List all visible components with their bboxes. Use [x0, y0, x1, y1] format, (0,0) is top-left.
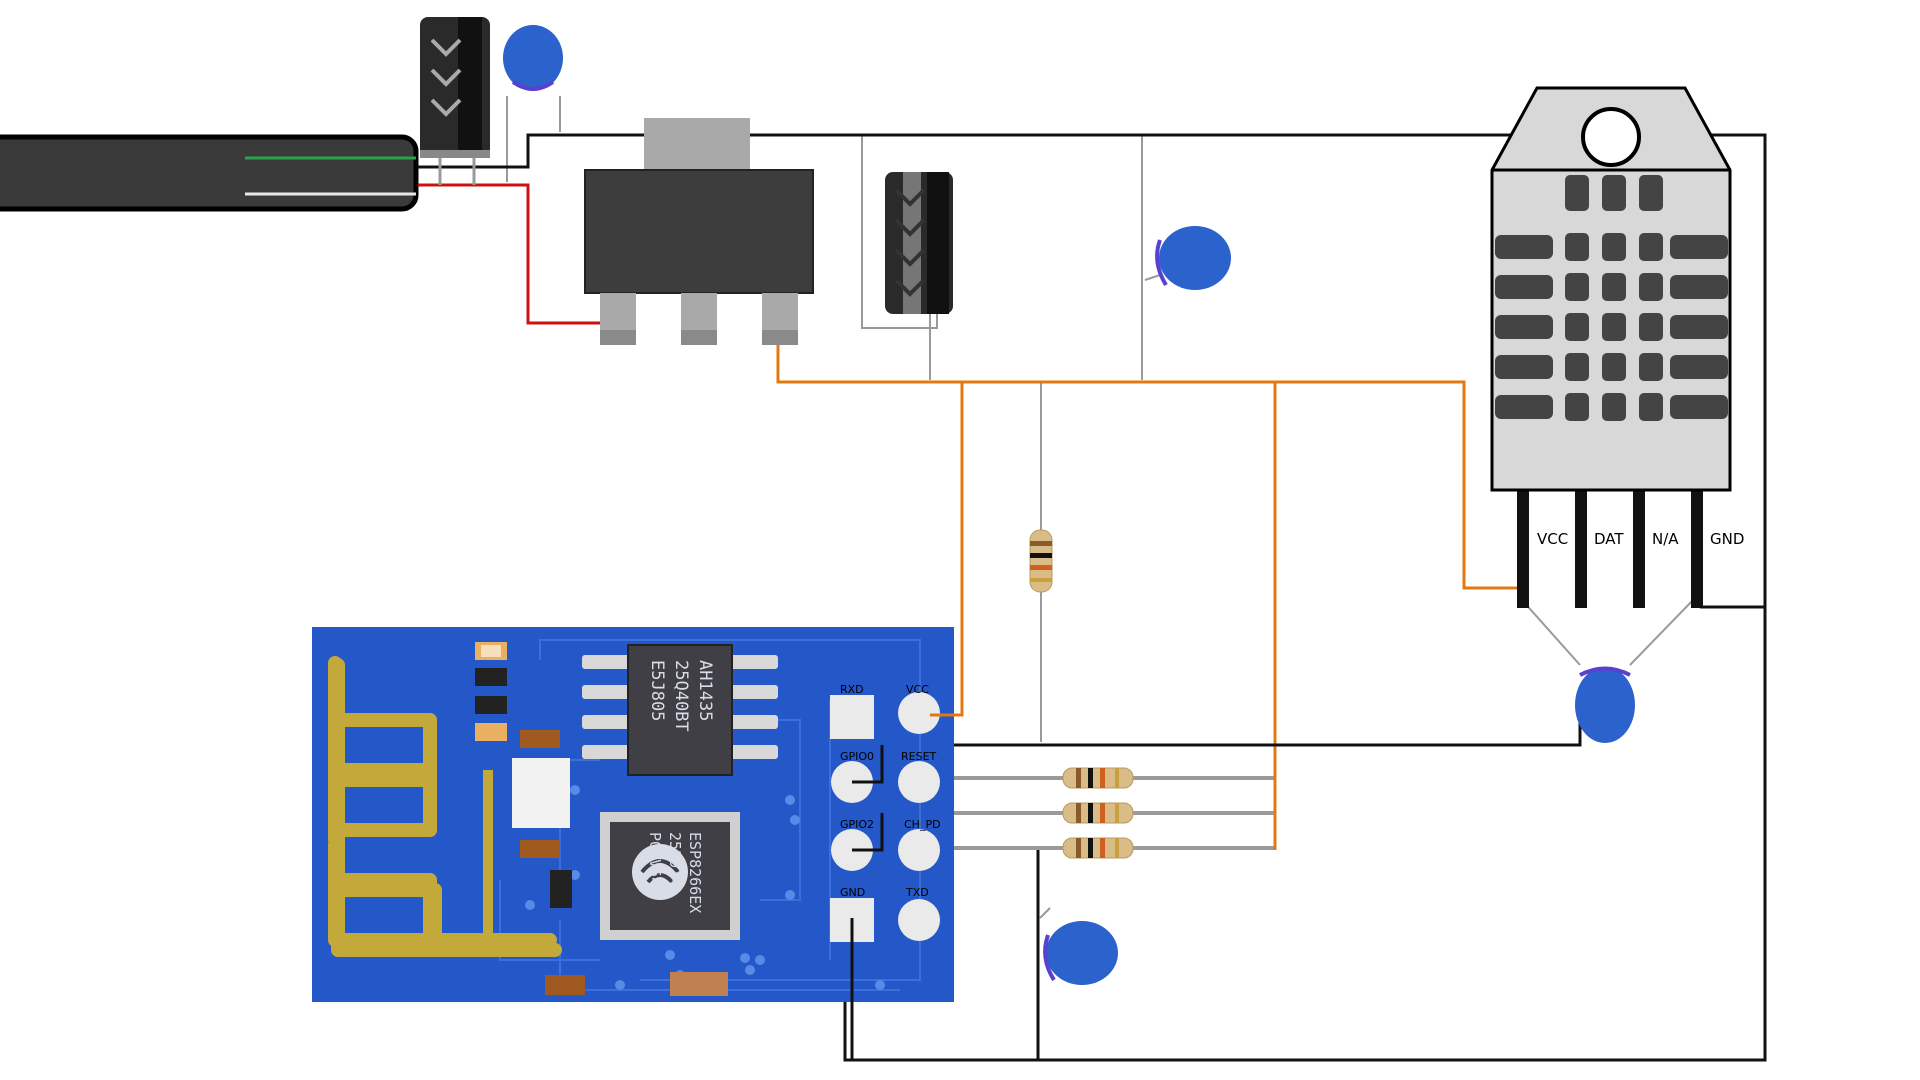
flash-chip-line1: AH1435	[695, 660, 715, 721]
voltage-regulator-icon	[584, 118, 814, 345]
dht-pin-gnd-label: GND	[1710, 530, 1744, 548]
flash-chip-line3: E5J805	[647, 660, 667, 721]
ceramic-capacitor-icon	[1575, 666, 1635, 743]
power-cable-icon	[0, 134, 419, 212]
esp-pin-reset-label: RESET	[901, 750, 937, 763]
ceramic-capacitor-icon	[503, 25, 563, 91]
ceramic-capacitor-icon	[1155, 226, 1231, 290]
esp-pin-ch-pd-label: CH_PD	[904, 818, 941, 831]
dht-pin-vcc-label: VCC	[1537, 530, 1568, 548]
ceramic-capacitor-icon	[1043, 921, 1118, 985]
esp-pin-txd-label: TXD	[905, 886, 929, 899]
resistor-icon	[1062, 802, 1134, 824]
resistor-icon	[1062, 767, 1134, 789]
esp-pin-vcc-label: VCC	[906, 683, 929, 696]
electrolytic-capacitor-icon	[420, 17, 490, 185]
dht-sensor-icon: VCC DAT N/A GND	[1490, 86, 1744, 608]
dht-pin-dat-label: DAT	[1594, 530, 1624, 548]
esp-01-module-icon: AH1435 25Q40BT E5J805 ESP8266EX 252014 P…	[312, 627, 954, 1002]
esp-pin-gpio2-label: GPIO2	[840, 818, 874, 831]
soc-chip-line1: ESP8266EX	[686, 832, 704, 913]
electrolytic-capacitor-icon	[885, 172, 953, 314]
dht-pin-na-label: N/A	[1652, 530, 1679, 548]
flash-chip-line2: 25Q40BT	[671, 660, 691, 732]
soc-chip-line3: P0HV54	[646, 832, 664, 886]
resistor-icon	[1062, 837, 1134, 859]
flash-chip-icon: AH1435 25Q40BT E5J805	[582, 644, 778, 776]
esp-pin-gnd-label: GND	[840, 886, 865, 899]
soc-chip-icon: ESP8266EX 252014 P0HV54	[600, 812, 740, 940]
resistor-icon	[1029, 529, 1053, 593]
esp-pin-wires	[850, 713, 962, 1060]
soc-chip-line2: 252014	[666, 832, 684, 886]
esp-pin-rxd-label: RXD	[840, 683, 864, 696]
esp-pin-gpio0-label: GPIO0	[840, 750, 874, 763]
